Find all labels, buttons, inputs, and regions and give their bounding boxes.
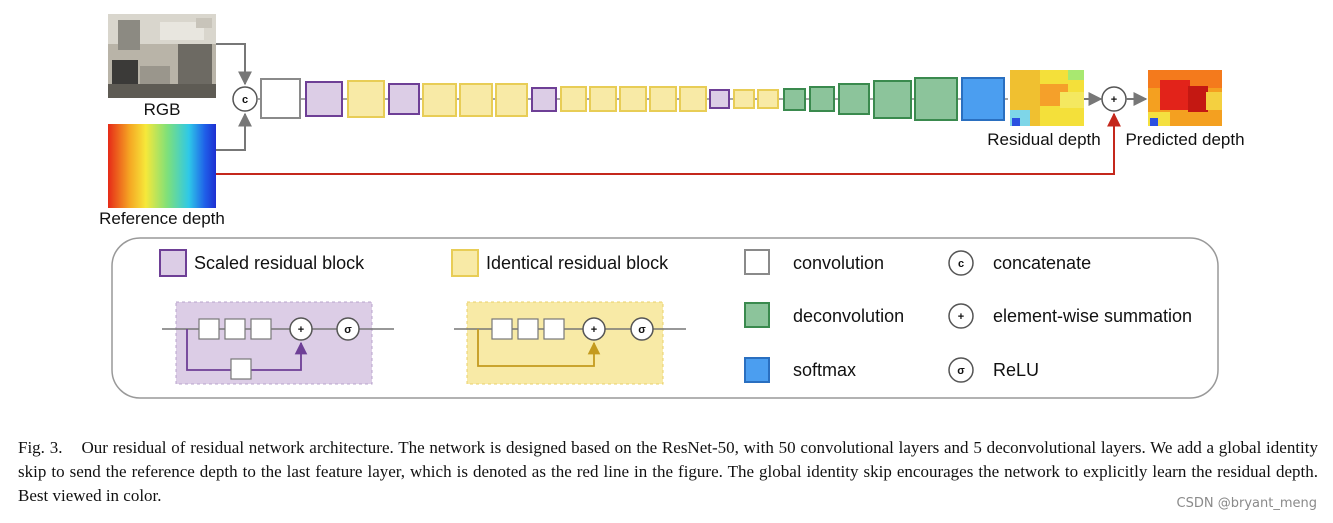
legend-deconv-swatch xyxy=(744,302,770,328)
identical-residual-block xyxy=(589,86,617,112)
concat-symbol: c xyxy=(242,94,248,106)
summation-node: + xyxy=(1101,86,1127,112)
legend-scaled-swatch xyxy=(159,249,187,277)
legend-conv-label: convolution xyxy=(793,253,884,273)
legend-concat-circle xyxy=(948,250,974,276)
identical-residual-block xyxy=(619,86,647,112)
identical-residual-block xyxy=(347,80,385,118)
identical-residual-block xyxy=(649,86,677,112)
identical-residual-block xyxy=(422,83,457,117)
legend-sum-circle xyxy=(948,303,974,329)
identical-residual-block xyxy=(757,89,779,109)
rgb-label: RGB xyxy=(144,100,181,119)
reference-depth-image xyxy=(108,124,216,208)
watermark: CSDN @bryant_meng xyxy=(1176,496,1317,511)
legend-relu-circle xyxy=(948,357,974,383)
deconv-block xyxy=(809,86,835,112)
legend-concat-symbol: c xyxy=(958,258,964,270)
deconv-block xyxy=(873,80,912,119)
global-identity-skip xyxy=(216,112,1121,175)
deconv-block xyxy=(838,83,870,115)
rgb-to-concat-arrow xyxy=(216,43,252,86)
legend-relu-label: ReLU xyxy=(993,360,1039,380)
identical-residual-block xyxy=(560,86,587,112)
legend-scaled-label: Scaled residual block xyxy=(194,253,365,273)
identical-residual-block xyxy=(495,83,528,117)
concatenate-node: c xyxy=(232,86,258,112)
caption-lead: Fig. 3. xyxy=(18,438,63,457)
layer-blocks xyxy=(260,77,1005,121)
conv-block xyxy=(260,78,301,119)
residual-depth-image xyxy=(1010,70,1084,126)
ref-to-concat-arrow xyxy=(216,112,252,151)
legend-panel xyxy=(111,237,1219,399)
deconv-block xyxy=(914,77,958,121)
scaled-residual-block xyxy=(531,87,557,112)
network-architecture-diagram: RGB Reference depth c xyxy=(99,14,1245,399)
figure-caption: Fig. 3. Our residual of residual network… xyxy=(18,436,1318,508)
caption-text: Our residual of residual network archite… xyxy=(18,438,1318,505)
identical-block-detail: + σ xyxy=(454,301,686,385)
legend-identical-label: Identical residual block xyxy=(486,253,669,273)
scaled-relu-symbol: σ xyxy=(344,324,352,336)
legend-identical-swatch xyxy=(451,249,479,277)
sum-symbol: + xyxy=(1111,94,1117,106)
identical-residual-block xyxy=(733,89,755,109)
legend-conv-swatch xyxy=(744,249,770,275)
softmax-block xyxy=(961,77,1005,121)
deconv-block xyxy=(783,88,806,111)
scaled-block-detail: + σ xyxy=(162,301,394,385)
identical-relu-symbol: σ xyxy=(638,324,646,336)
reference-depth-label: Reference depth xyxy=(99,209,225,228)
legend-softmax-swatch xyxy=(744,357,770,383)
identical-residual-block xyxy=(679,86,707,112)
legend-sum-symbol: + xyxy=(958,311,964,323)
rgb-image xyxy=(108,14,216,98)
predicted-depth-label: Predicted depth xyxy=(1125,130,1244,149)
scaled-sum-symbol: + xyxy=(298,324,304,336)
identical-sum-symbol: + xyxy=(591,324,597,336)
identical-residual-block xyxy=(459,83,493,117)
scaled-residual-block xyxy=(305,81,343,117)
legend-concat-label: concatenate xyxy=(993,253,1091,273)
predicted-depth-image xyxy=(1148,70,1222,126)
legend-sum-label: element-wise summation xyxy=(993,306,1192,326)
legend-deconv-label: deconvolution xyxy=(793,306,904,326)
scaled-residual-block xyxy=(709,89,730,109)
legend-softmax-label: softmax xyxy=(793,360,856,380)
legend-relu-symbol: σ xyxy=(957,365,965,377)
residual-depth-label: Residual depth xyxy=(987,130,1100,149)
scaled-residual-block xyxy=(388,83,420,115)
